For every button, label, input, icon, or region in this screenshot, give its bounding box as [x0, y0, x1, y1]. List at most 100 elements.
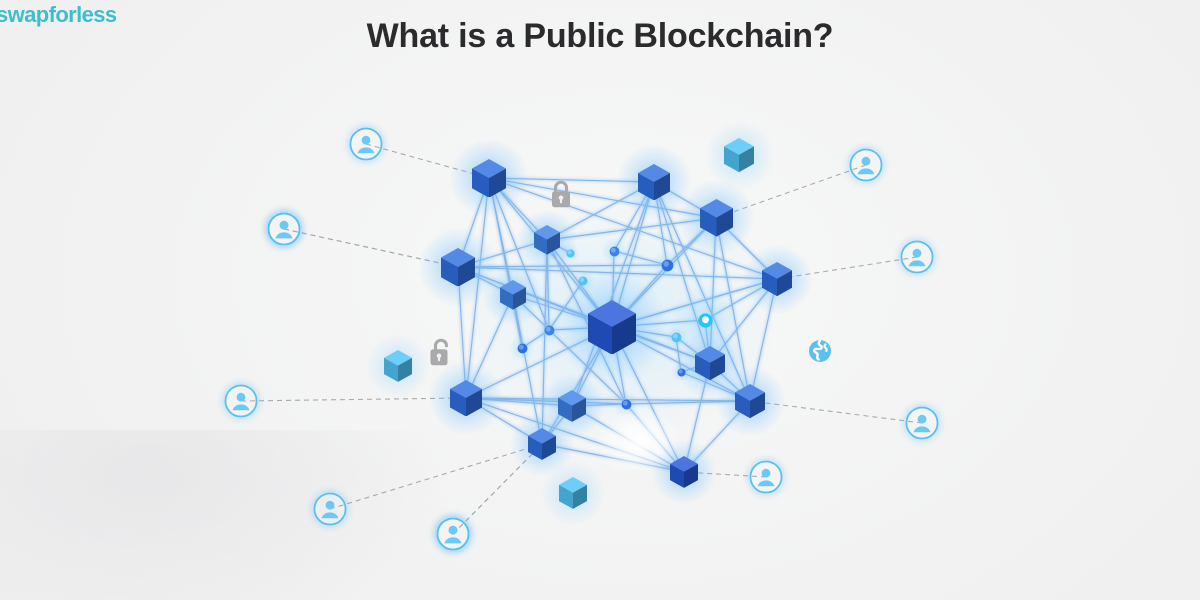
lock-open-icon-glyph	[430, 339, 449, 366]
user-icon	[349, 127, 383, 161]
dot-node-inner-cyan[interactable]	[578, 276, 588, 286]
user-icon	[436, 517, 470, 551]
user-avatar-bottom-center[interactable]	[749, 460, 783, 494]
avatar-dashed-link	[683, 471, 767, 478]
network-link	[625, 400, 751, 405]
dot-node-bottom-mid[interactable]	[621, 399, 632, 410]
globe-icon	[808, 339, 832, 363]
cube-node-top-right-glyph	[638, 163, 670, 201]
floating-cube-top-right-glyph	[724, 137, 754, 173]
globe-icon-glyph	[809, 339, 831, 362]
lock-open-icon	[428, 336, 454, 369]
page-title: What is a Public Blockchain?	[366, 17, 834, 55]
user-icon	[749, 460, 783, 494]
user-avatar-left-lower[interactable]	[313, 492, 347, 526]
brand-logo[interactable]: swapforless	[0, 2, 117, 27]
highlighted-glow-node-glyph	[697, 312, 713, 328]
network-link	[749, 278, 778, 402]
floating-cube-top-right	[724, 137, 754, 173]
dot-node-upper-right[interactable]	[661, 259, 674, 272]
lock-closed-icon	[548, 178, 574, 211]
network-link	[613, 250, 668, 266]
user-avatar-bottom-right[interactable]	[905, 406, 939, 440]
dot-node-inner-cyan-glyph	[578, 276, 588, 286]
dot-node-bottom-mid-glyph	[621, 399, 631, 409]
dot-node-left-lower[interactable]	[517, 343, 528, 354]
network-link	[521, 329, 550, 349]
user-avatar-left-mid[interactable]	[224, 384, 258, 418]
cube-node-right-lower-glyph	[695, 345, 725, 381]
network-link	[548, 280, 584, 331]
cube-node-inner-upper[interactable]	[534, 225, 560, 255]
cube-node-bottom-center-glyph	[670, 456, 698, 488]
dot-node-cyan-upper[interactable]	[565, 248, 575, 258]
dot-node-upper-center-glyph	[609, 246, 619, 256]
cube-node-right-glyph	[762, 261, 792, 297]
cube-node-inner-left-glyph	[500, 280, 526, 310]
dot-node-mid-left-glyph	[544, 325, 554, 335]
user-avatar-right-upper[interactable]	[849, 148, 883, 182]
dot-node-right-small-glyph	[676, 367, 686, 377]
dot-node-mid-left[interactable]	[544, 325, 555, 336]
user-avatar-extra-left[interactable]	[267, 212, 301, 246]
cube-node-center-main-glyph	[588, 299, 636, 355]
cube-node-top-left[interactable]	[472, 158, 506, 198]
cube-node-upper-right-glyph	[699, 199, 733, 237]
avatar-dashed-link	[365, 143, 490, 179]
dot-node-right-cyan-glyph	[671, 332, 681, 342]
highlighted-glow-node[interactable]	[697, 312, 713, 328]
floating-cube-bottom-glyph	[559, 477, 587, 509]
floating-cube-left	[384, 350, 412, 382]
cube-node-inner-upper-glyph	[534, 225, 560, 255]
cube-node-upper-right[interactable]	[699, 199, 733, 237]
user-avatar-extra-bottom[interactable]	[436, 517, 470, 551]
cube-node-left-lower-glyph	[450, 379, 482, 417]
user-avatar-right-mid[interactable]	[900, 240, 934, 274]
avatar-dashed-link	[776, 256, 918, 280]
avatar-dashed-link	[240, 397, 467, 402]
dot-node-right-cyan[interactable]	[671, 332, 682, 343]
cube-node-right[interactable]	[762, 261, 792, 297]
avatar-dashed-link	[329, 443, 543, 510]
cube-node-inner-left[interactable]	[500, 280, 526, 310]
dot-node-right-small[interactable]	[676, 367, 686, 377]
dot-node-upper-center[interactable]	[609, 246, 620, 257]
cube-node-center-main[interactable]	[588, 299, 636, 355]
cube-node-right-lower[interactable]	[695, 345, 725, 381]
cube-node-bottom-left[interactable]	[558, 390, 586, 422]
dot-node-cyan-upper-glyph	[565, 248, 575, 258]
cube-node-bottom-inner-glyph	[528, 428, 556, 460]
lock-closed-icon-glyph	[552, 181, 570, 208]
cube-node-bottom-inner[interactable]	[528, 428, 556, 460]
avatar-dashed-link	[283, 228, 459, 268]
dot-node-upper-right-glyph	[661, 259, 673, 271]
network-link	[611, 278, 778, 328]
cube-node-bottom-right[interactable]	[735, 383, 765, 419]
network-link	[465, 397, 751, 402]
floating-cube-left-glyph	[384, 350, 412, 382]
cube-node-left-lower[interactable]	[450, 379, 482, 417]
cube-node-bottom-left-glyph	[558, 390, 586, 422]
network-link	[457, 266, 467, 399]
user-icon	[900, 240, 934, 274]
dot-node-left-lower-glyph	[517, 343, 527, 353]
avatar-dashed-link	[749, 400, 923, 424]
user-icon	[313, 492, 347, 526]
network-link	[457, 266, 778, 280]
user-icon	[849, 148, 883, 182]
avatar-dashed-link	[283, 228, 459, 268]
avatar-dashed-link	[452, 443, 543, 535]
cube-node-top-left-glyph	[472, 158, 506, 198]
cube-node-top-right[interactable]	[638, 163, 670, 201]
user-icon	[267, 212, 301, 246]
network-link	[709, 217, 717, 364]
avatar-dashed-link	[715, 164, 867, 219]
user-icon	[224, 384, 258, 418]
cube-node-left-upper[interactable]	[441, 247, 475, 287]
cube-node-bottom-right-glyph	[735, 383, 765, 419]
user-avatar-top-left[interactable]	[349, 127, 383, 161]
network-link	[488, 177, 523, 349]
floating-cube-bottom	[559, 477, 587, 509]
cube-node-bottom-center[interactable]	[670, 456, 698, 488]
